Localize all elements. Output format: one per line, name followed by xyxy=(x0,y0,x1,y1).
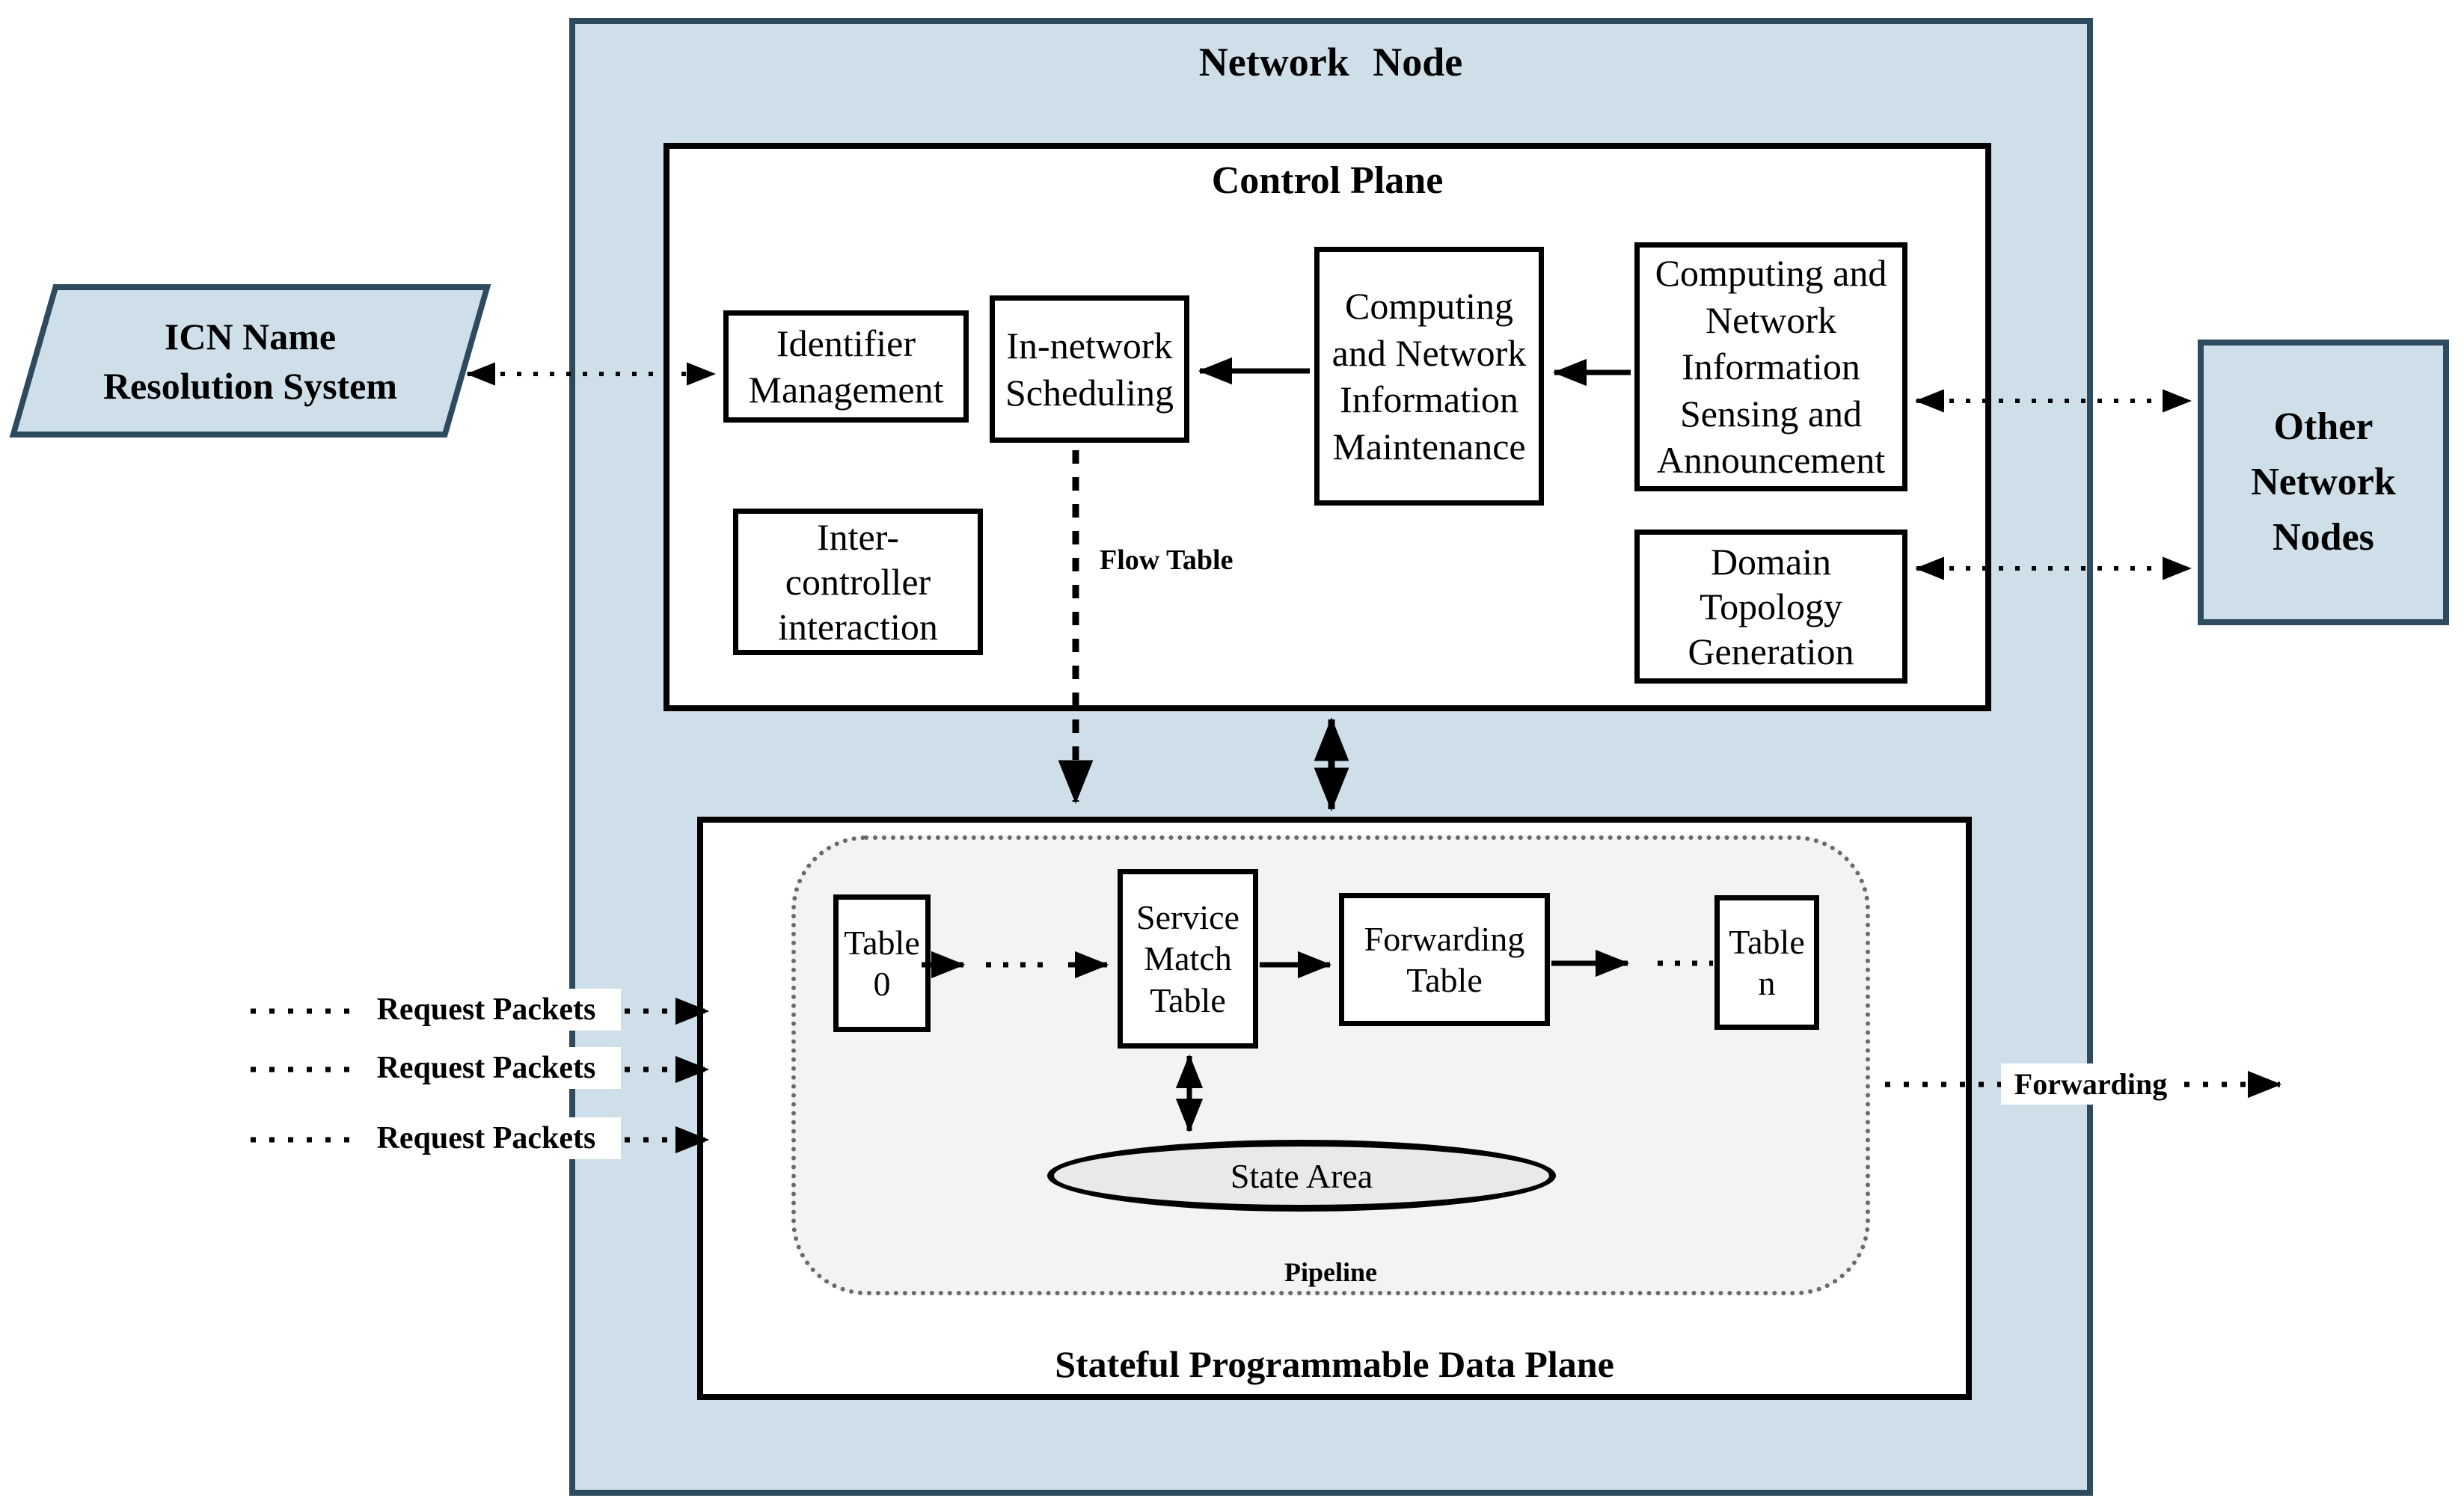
icn-name-resolution-label: ICN Name Resolution System xyxy=(102,316,398,407)
domain-topology-generation-box: Domain Topology Generation xyxy=(1634,530,1907,684)
computing-network-information-sensing-box: Computing and Network Information Sensin… xyxy=(1634,242,1907,491)
request-packets-label-bottom: Request Packets xyxy=(352,1117,621,1159)
data-plane-title: Stateful Programmable Data Plane xyxy=(1055,1343,1614,1385)
request-packets-label-top: Request Packets xyxy=(352,989,621,1031)
other-network-nodes-box: Other Network Nodes xyxy=(2198,340,2449,625)
forwarding-label: Forwarding xyxy=(2001,1063,2180,1105)
service-match-table-box: Service Match Table xyxy=(1118,869,1258,1049)
forwarding-table-box: Forwarding Table xyxy=(1339,893,1550,1026)
identifier-management-box: Identifier Management xyxy=(723,310,969,423)
request-packets-label-middle: Request Packets xyxy=(352,1047,621,1089)
table-n-box: Table n xyxy=(1714,895,1819,1030)
table-0-box: Table 0 xyxy=(833,894,931,1032)
state-area-ellipse: State Area xyxy=(1047,1140,1556,1212)
pipeline-region xyxy=(791,835,1870,1295)
control-plane-title: Control Plane xyxy=(1211,159,1444,202)
flow-table-label: Flow Table xyxy=(1100,544,1233,576)
pipeline-label: Pipeline xyxy=(1284,1257,1377,1287)
in-network-scheduling-box: In-network Scheduling xyxy=(990,295,1189,443)
inter-controller-interaction-box: Inter- controller interaction xyxy=(733,509,983,655)
computing-network-information-maintenance-box: Computing and Network Information Mainte… xyxy=(1314,247,1544,506)
network-node-title: Network Node xyxy=(1198,40,1463,85)
